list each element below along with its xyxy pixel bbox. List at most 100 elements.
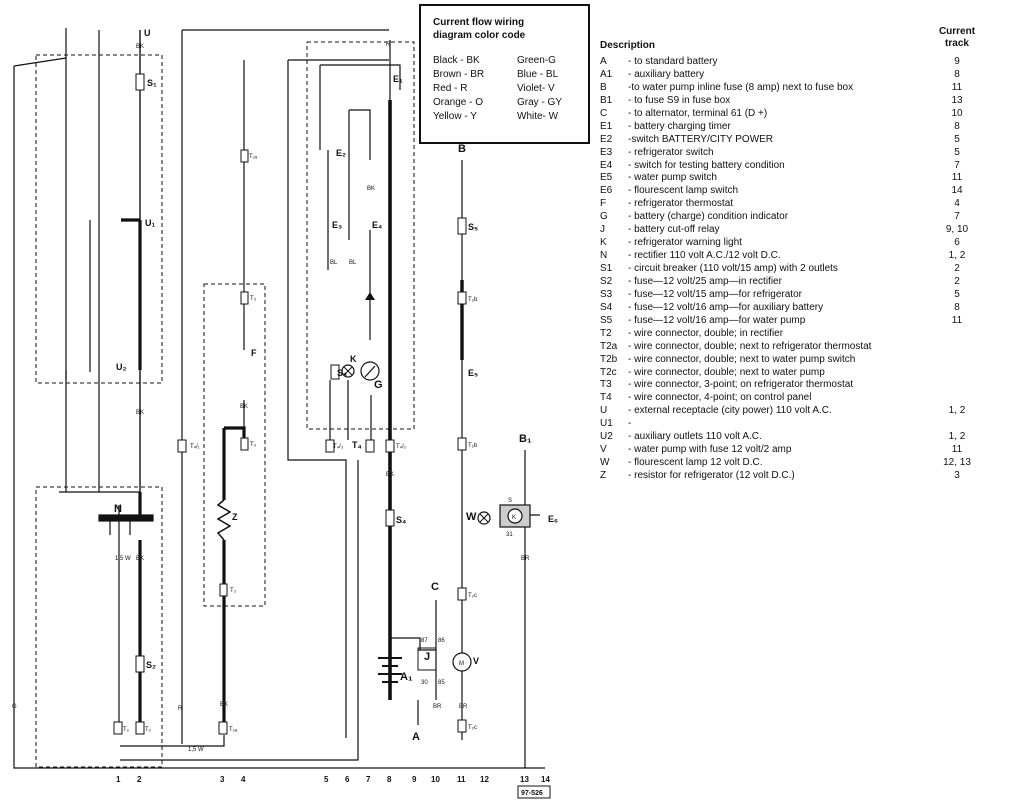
legend-track: 14 — [951, 185, 963, 197]
legend-desc: - rectifier 110 volt A.C./12 volt D.C. — [628, 250, 781, 262]
label-T3-mid: T₃ — [250, 442, 257, 448]
legend-code: C — [600, 107, 608, 119]
color-code-entry: Green-G — [517, 55, 556, 66]
legend-track: 5 — [954, 133, 960, 145]
legend-row: T2- wire connector, double; in rectifier — [596, 328, 986, 341]
color-code-title-line1: Current flow wiring — [433, 17, 525, 28]
term-87: 87 — [421, 638, 428, 644]
legend-desc: - wire connector, 4-point; on control pa… — [628, 392, 812, 404]
legend-track: 2 — [954, 275, 960, 287]
legend-desc: -to water pump inline fuse (8 amp) next … — [628, 81, 854, 93]
label-T2b-bottom: T₂b — [468, 443, 478, 449]
wire-bk-e4: BK — [367, 186, 375, 192]
legend-code: A — [600, 56, 607, 67]
label-S2: S₂ — [146, 660, 156, 670]
legend-code: T2c — [600, 366, 617, 378]
legend-track: 11 — [951, 172, 963, 184]
color-code-entry: Gray - GY — [517, 97, 563, 108]
legend-desc: - refrigerator switch — [628, 146, 714, 158]
legend-code: U2 — [600, 431, 613, 443]
legend-code: S1 — [600, 263, 613, 274]
track-number: 11 — [457, 775, 466, 784]
legend-desc: - switch for testing battery condition — [628, 159, 785, 171]
legend-desc: - fuse—12 volt/16 amp—for water pump — [628, 314, 806, 326]
legend-desc: -switch BATTERY/CITY POWER — [628, 133, 774, 145]
label-T3-bottom: T₃ — [230, 588, 237, 594]
legend-desc: - flourescent lamp switch — [628, 185, 739, 197]
legend-desc: - refrigerator warning light — [628, 237, 742, 249]
wire-w-n: 1,5 W — [115, 556, 131, 562]
legend-row: T2c- wire connector, double; next to wat… — [596, 367, 986, 380]
wire-w-bottom: 1,5 W — [188, 747, 204, 753]
legend-row: U1- — [596, 418, 986, 431]
label-C: C — [431, 581, 439, 593]
label-T2c-top: T₂c — [468, 593, 477, 599]
wire-br-13: BR — [521, 556, 530, 562]
legend-desc: - fuse—12 volt/15 amp—for refrigerator — [628, 288, 802, 300]
label-S4: S₄ — [396, 515, 406, 525]
term-31: 31 — [506, 532, 513, 538]
label-J: J — [424, 651, 430, 663]
label-E2: E₂ — [336, 148, 346, 158]
legend-code: E3 — [600, 146, 613, 158]
track-number: 7 — [366, 775, 371, 784]
legend-row: S2 - fuse—12 volt/25 amp—in rectifier 2 — [596, 276, 986, 289]
legend-code: S3 — [600, 288, 613, 300]
legend-track: 8 — [954, 68, 960, 80]
term-s: S — [508, 498, 512, 504]
wiring-diagram: U S₁ U₁ U₂ N S₂ T₂ₐ T₃ F T₃ Z T₃ T₄/₁ E₁… — [12, 28, 558, 799]
color-code-box: Current flow wiring diagram color code B… — [419, 4, 590, 144]
legend-row: E6 - flourescent lamp switch 14 — [596, 185, 986, 198]
label-B1: B₁ — [519, 433, 532, 445]
legend-desc: - wire connector, double; next to water … — [628, 353, 856, 365]
legend-row: U2- auxiliary outlets 110 volt A.C.1, 2 — [596, 431, 986, 444]
legend-code: E5 — [600, 172, 613, 184]
track-header-line2: track — [945, 38, 969, 49]
legend-track: 4 — [954, 198, 960, 210]
label-S5: S₅ — [468, 222, 478, 232]
legend-track: 1, 2 — [948, 405, 966, 417]
legend-code: E6 — [600, 185, 613, 197]
label-E4: E₄ — [372, 220, 382, 230]
legend-row: Z- resistor for refrigerator (12 volt D.… — [596, 470, 986, 483]
label-E1: E₁ — [393, 74, 403, 84]
label-U1: U₁ — [145, 218, 155, 228]
term-85: 85 — [438, 680, 445, 686]
legend-code: Z — [600, 470, 607, 481]
label-T2a: T₂ₐ — [249, 154, 258, 160]
legend-track: 9 — [954, 56, 960, 67]
legend-code: S2 — [600, 275, 613, 287]
legend-desc: - to fuse S9 in fuse box — [628, 94, 731, 106]
wire-r-top: R — [386, 42, 391, 48]
legend-desc: - battery charging timer — [628, 120, 731, 132]
legend-code: F — [600, 198, 607, 210]
legend-track: 8 — [954, 301, 960, 313]
legend-row: W- flourescent lamp 12 volt D.C.12, 13 — [596, 457, 986, 470]
wire-bk-mid: BK — [136, 410, 144, 416]
legend-track: 6 — [954, 237, 960, 249]
color-code-entry: Black - BK — [433, 55, 480, 66]
legend-row: T2a- wire connector, double; next to ref… — [596, 341, 986, 354]
legend-code: U — [600, 405, 608, 417]
legend-code: S5 — [600, 314, 613, 326]
color-code-entry: Red - R — [433, 83, 468, 94]
legend-desc: - fuse—12 volt/25 amp—in rectifier — [628, 275, 782, 287]
legend-desc: - auxiliary battery — [628, 68, 705, 80]
legend-desc: - flourescent lamp 12 volt D.C. — [628, 457, 763, 469]
legend-desc: - auxiliary outlets 110 volt A.C. — [628, 431, 762, 443]
track-header: Current track — [932, 26, 982, 50]
label-T2-left: T₂ — [123, 727, 130, 733]
term-86: 86 — [438, 638, 445, 644]
legend-row: N- rectifier 110 volt A.C./12 volt D.C.1… — [596, 250, 986, 263]
legend-code: U1 — [600, 418, 613, 430]
legend-code: K — [600, 237, 607, 249]
label-E3: E₃ — [332, 220, 342, 230]
track-number: 13 — [520, 775, 529, 784]
